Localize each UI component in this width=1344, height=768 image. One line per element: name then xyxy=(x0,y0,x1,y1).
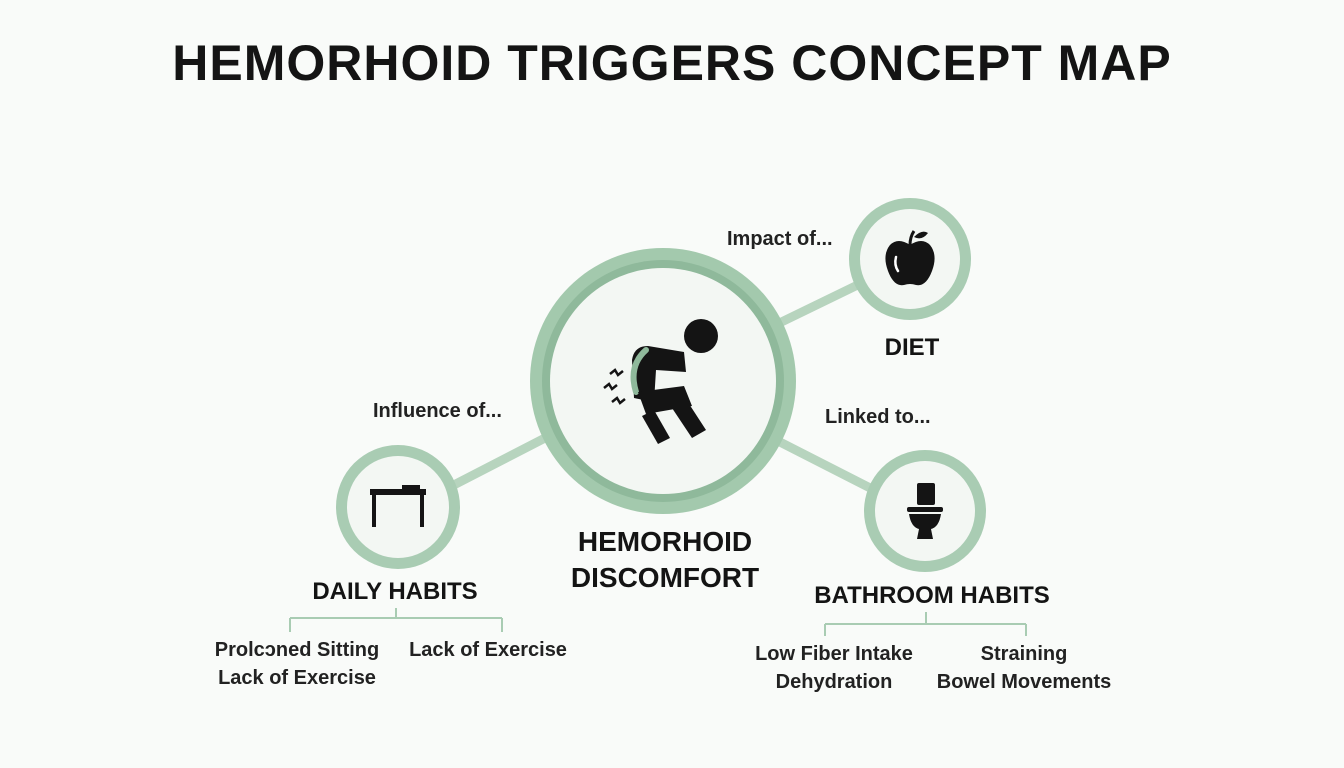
daily-relation: Influence of... xyxy=(373,400,502,422)
link-center-daily xyxy=(443,433,550,493)
bathroom-item-left-line2: Dehydration xyxy=(775,671,893,693)
diet-label: DIET xyxy=(884,334,940,361)
bathroom-item-right-line2: Bowel Movements xyxy=(936,671,1112,693)
page-title: HEMORHOID TRIGGERS CONCEPT MAP xyxy=(172,35,1172,91)
link-center-diet xyxy=(760,273,877,335)
daily-item-left: Prolcɔned Sitting Lack of Exercise xyxy=(214,636,380,692)
person-discomfort-icon xyxy=(603,319,718,444)
link-center-bathroom xyxy=(771,435,883,497)
bathroom-item-left-line1: Low Fiber Intake xyxy=(755,643,913,665)
daily-item-right-line1: Lack of Exercise xyxy=(409,639,567,661)
daily-item-right: Lack of Exercise xyxy=(408,636,568,664)
daily-node xyxy=(336,445,460,569)
diet-node xyxy=(849,198,971,320)
bathroom-bracket xyxy=(824,612,1027,636)
desk-icon xyxy=(370,485,426,527)
apple-icon xyxy=(885,230,935,286)
daily-item-left-line2: Lack of Exercise xyxy=(218,667,376,689)
bathroom-relation: Linked to... xyxy=(825,406,931,428)
center-label-line1: HEMORHOID xyxy=(577,526,753,557)
toilet-icon xyxy=(907,483,943,539)
diet-relation: Impact of... xyxy=(727,228,833,250)
daily-label: DAILY HABITS xyxy=(312,578,478,605)
bathroom-item-right: Straining Bowel Movements xyxy=(934,640,1114,696)
bathroom-item-right-line1: Straining xyxy=(980,643,1068,665)
daily-item-left-line1: Prolcɔned Sitting xyxy=(214,639,380,661)
bathroom-label: BATHROOM HABITS xyxy=(814,582,1050,609)
bathroom-node xyxy=(864,450,986,572)
bathroom-item-left: Low Fiber Intake Dehydration xyxy=(750,640,918,696)
center-label-line2: DISCOMFORT xyxy=(570,562,760,593)
center-node xyxy=(530,248,796,514)
daily-bracket xyxy=(289,608,503,632)
center-label: HEMORHOID DISCOMFORT xyxy=(560,524,770,596)
